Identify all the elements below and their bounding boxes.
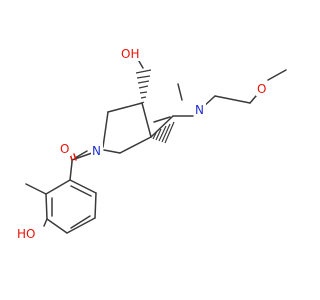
bond-ar2-ar3 [45, 193, 48, 220]
bond-n-methyl [177, 83, 183, 101]
bond-carbonyl-o-2 [73, 153, 77, 161]
bond-o-methyl [267, 69, 287, 81]
bond-c4-c5 [119, 136, 152, 154]
bond-ar-inner-3 [70, 185, 92, 197]
atom-o-methoxy: O [256, 81, 268, 96]
bond-ar-inner-2 [70, 215, 91, 229]
atom-n-pyrrolidine: N [91, 143, 103, 158]
atom-ho-phenol: HO [16, 226, 40, 241]
bond-ar4-ar5 [66, 217, 96, 234]
bond-ethyl-cc [214, 95, 251, 104]
atom-n-tertiary-amine: N [194, 102, 206, 117]
bond-c5-n1 [103, 149, 121, 154]
bond-ar-methyl [25, 183, 47, 195]
svg-text:O: O [60, 142, 69, 156]
atom-oh-hydroxymethyl: OH [120, 46, 142, 61]
bond-ar3-ar4 [46, 218, 68, 234]
hashed-wedge-c3 [135, 69, 152, 104]
bond-carbonyl-double-1 [74, 150, 88, 159]
bond-ar5-ar6 [94, 192, 97, 219]
bond-ar1-ar2 [45, 179, 71, 195]
bond-ethyl-o [249, 95, 257, 104]
atom-o-carbonyl: O [59, 141, 71, 156]
svg-text:OH: OH [121, 47, 139, 61]
molecule-diagram: OH N O N O HO [16, 46, 287, 241]
bond-carbonyl-ring [69, 161, 73, 181]
bond-ar6-ar1 [69, 179, 97, 194]
svg-text:O: O [257, 82, 266, 96]
bond-ar-oh [43, 218, 48, 227]
svg-text:N: N [92, 144, 101, 158]
structure-canvas: OH N O N O HO [16, 46, 287, 241]
svg-text:N: N [195, 103, 204, 117]
hashed-wedge-c4 [150, 121, 175, 144]
bond-n-ch2-colored [153, 116, 171, 123]
bond-c7-c8 [150, 115, 174, 138]
bond-c2-c3 [107, 102, 143, 113]
svg-text:HO: HO [17, 227, 35, 241]
bond-n1-c2 [102, 111, 109, 148]
bond-c3-c4 [141, 102, 152, 138]
